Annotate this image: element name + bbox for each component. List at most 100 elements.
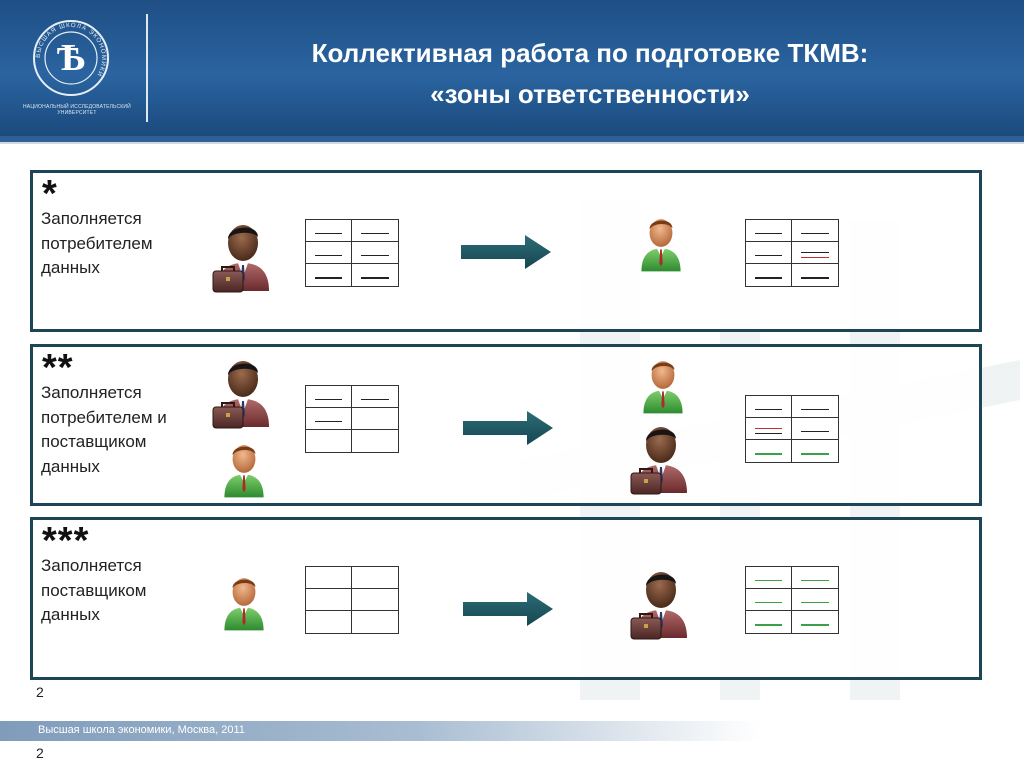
filled-line-green [801,579,829,582]
slide-title-line1: Коллективная работа по подготовке ТКМВ: [311,38,869,68]
description-line: поставщиком [41,432,147,451]
slide-header: ВЫСШАЯ ШКОЛА ЭКОНОМИКИ Ѣ НАЦИОНАЛЬНЫЙ ИС… [0,0,1024,136]
zone-description: Заполняется поставщиком данных [41,554,211,628]
filled-line [755,277,782,279]
form-table-before [305,219,399,287]
filled-line [361,277,389,279]
table-cell [352,611,398,633]
table-cell [306,408,352,430]
table-cell [306,386,352,408]
table-cell [746,418,792,440]
filled-line [801,408,829,411]
businessman-with-briefcase-icon [211,217,275,293]
table-cell [792,264,838,286]
filled-line [755,254,782,257]
filled-line-green [801,453,829,455]
table-cell [792,220,838,242]
description-line: поставщиком [41,580,147,600]
table-cell [746,589,792,611]
table-cell [352,589,398,611]
table-cell [746,396,792,418]
form-table-before [305,385,399,453]
green-shirt-man-icon [217,570,271,632]
zone-description: Заполняется потребителем и поставщиком д… [41,381,211,479]
right-arrow-icon [461,235,551,269]
table-cell [792,242,838,264]
description-line: потребителем и [41,407,167,427]
table-cell [306,567,352,589]
right-arrow-icon [463,592,553,626]
filled-line [801,232,829,235]
filled-line [361,398,389,401]
page-number: 2 [36,745,44,761]
header-divider [146,14,148,122]
filled-line-green [755,453,782,455]
description-line: потребителем [41,233,153,253]
table-cell [746,440,792,462]
logo-ring-icon: ВЫСШАЯ ШКОЛА ЭКОНОМИКИ [35,22,106,85]
table-cell [306,242,352,264]
form-table-before [305,566,399,634]
form-table-after [745,566,839,634]
description-line: Заполняется [41,209,142,228]
description-line: данных [41,258,100,277]
table-cell [352,386,398,408]
responsibility-zone-panel-1: * Заполняется потребителем данных [30,170,982,332]
filled-line-red [801,256,829,259]
responsibility-zone-panel-2: ** Заполняется потребителем и поставщико… [30,344,982,506]
table-cell [352,242,398,264]
form-table-after [745,219,839,287]
table-cell [792,567,838,589]
table-cell [306,220,352,242]
zone-description: Заполняется потребителем данных [41,207,211,281]
slide-page-number: 2 [36,684,44,700]
table-cell [792,611,838,633]
table-cell [306,264,352,286]
slide-title-line2: «зоны ответственности» [430,79,750,109]
filled-line [801,430,829,433]
table-cell [746,242,792,264]
green-shirt-man-icon [633,211,689,273]
filled-line [315,398,342,401]
table-cell [352,220,398,242]
filled-line [801,277,829,279]
zone-stars: ** [42,347,74,389]
table-cell [792,440,838,462]
filled-line-green [801,601,829,604]
table-cell [352,264,398,286]
filled-line-green [801,624,829,626]
university-logo: ВЫСШАЯ ШКОЛА ЭКОНОМИКИ Ѣ [33,20,109,96]
header-stripe-light [0,142,1024,144]
logo-letter: Ѣ [56,37,86,79]
description-line: данных [41,456,100,476]
businessman-with-briefcase-icon [211,353,275,429]
filled-line-green [755,601,782,604]
table-cell [746,611,792,633]
footer-text: Высшая школа экономики, Москва, 2011 [38,724,245,736]
businessman-with-briefcase-icon [629,419,693,495]
table-cell [306,430,352,452]
filled-line-red [755,427,782,430]
filled-line [755,408,782,411]
table-cell [792,396,838,418]
form-table-after [745,395,839,463]
filled-line [755,232,782,235]
table-cell [352,567,398,589]
table-cell [306,611,352,633]
table-cell [746,220,792,242]
table-cell [792,589,838,611]
zone-stars: *** [42,520,90,562]
logo-caption: НАЦИОНАЛЬНЫЙ ИССЛЕДОВАТЕЛЬСКИЙ УНИВЕРСИТ… [23,104,131,116]
table-cell [352,408,398,430]
table-cell [306,589,352,611]
header-stripe [0,136,1024,142]
zone-stars: * [42,173,58,215]
green-shirt-man-icon [635,353,691,415]
green-shirt-man-icon [217,437,271,499]
filled-line-green [755,579,782,582]
description-line: Заполняется [41,556,142,575]
filled-line [755,432,782,435]
table-cell [746,567,792,589]
filled-line [315,277,342,279]
responsibility-zone-panel-3: *** Заполняется поставщиком данных [30,517,982,680]
